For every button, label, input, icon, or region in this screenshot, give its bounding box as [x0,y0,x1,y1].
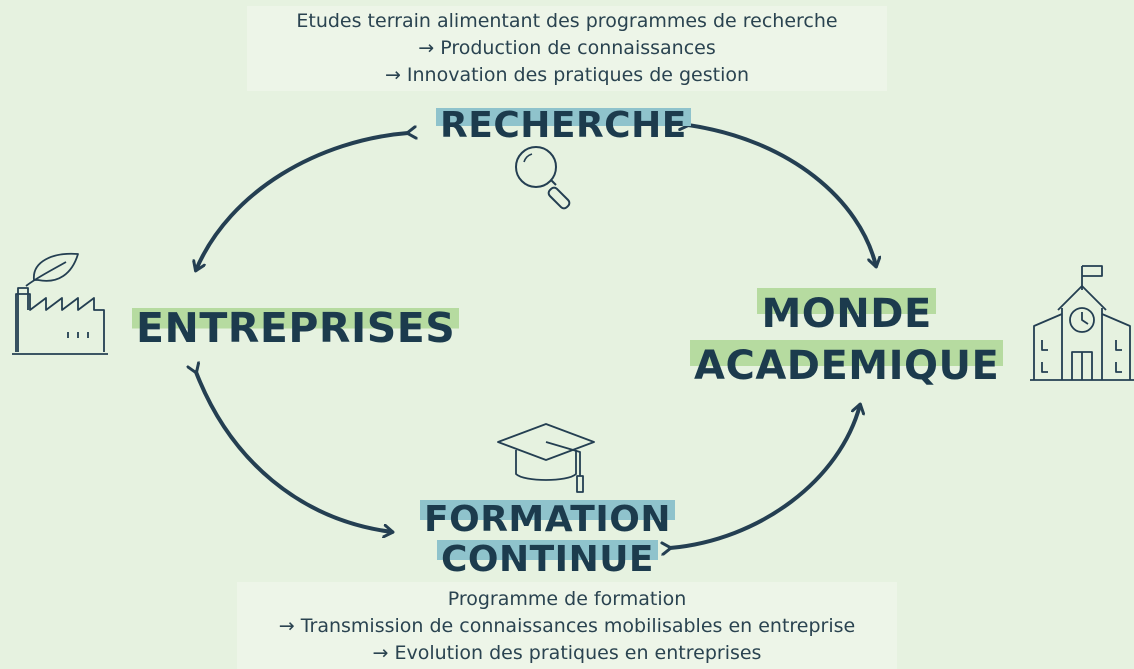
arrow-recherche-monde [688,125,876,266]
top-caption-line2: → Production de connaissances [418,37,716,59]
school-building-icon [1030,265,1134,381]
node-monde-academique: MONDE ACADEMIQUE [690,288,1004,392]
top-caption-line3: → Innovation des pratiques de gestion [384,64,750,86]
arrow-recherche-entreprises [196,133,408,270]
bottom-caption: Programme de formation → Transmission de… [237,582,897,669]
factory-leaf-icon [12,252,108,355]
graduation-cap-icon [497,423,595,493]
bottom-caption-line1: Programme de formation [447,588,687,610]
magnifier-icon [515,146,571,210]
arrow-formation-monde [670,405,860,548]
arrow-entreprises-formation [196,372,392,532]
node-formation-continue: FORMATION CONTINUE [420,500,675,580]
node-monde-line2: ACADEMIQUE [690,340,1004,392]
node-formation-line1: FORMATION [420,500,675,540]
node-entreprises: ENTREPRISES [132,308,460,349]
bottom-caption-line3: → Evolution des pratiques en entreprises [372,642,762,664]
top-caption-line1: Etudes terrain alimentant des programmes… [296,10,838,32]
node-recherche-label: RECHERCHE [436,108,691,144]
node-entreprises-label: ENTREPRISES [132,308,460,349]
bottom-caption-line2: → Transmission de connaissances mobilisa… [278,615,856,637]
node-recherche: RECHERCHE [436,108,691,144]
top-caption: Etudes terrain alimentant des programmes… [247,6,887,91]
node-monde-line1: MONDE [757,288,936,340]
node-formation-line2: CONTINUE [436,540,659,580]
